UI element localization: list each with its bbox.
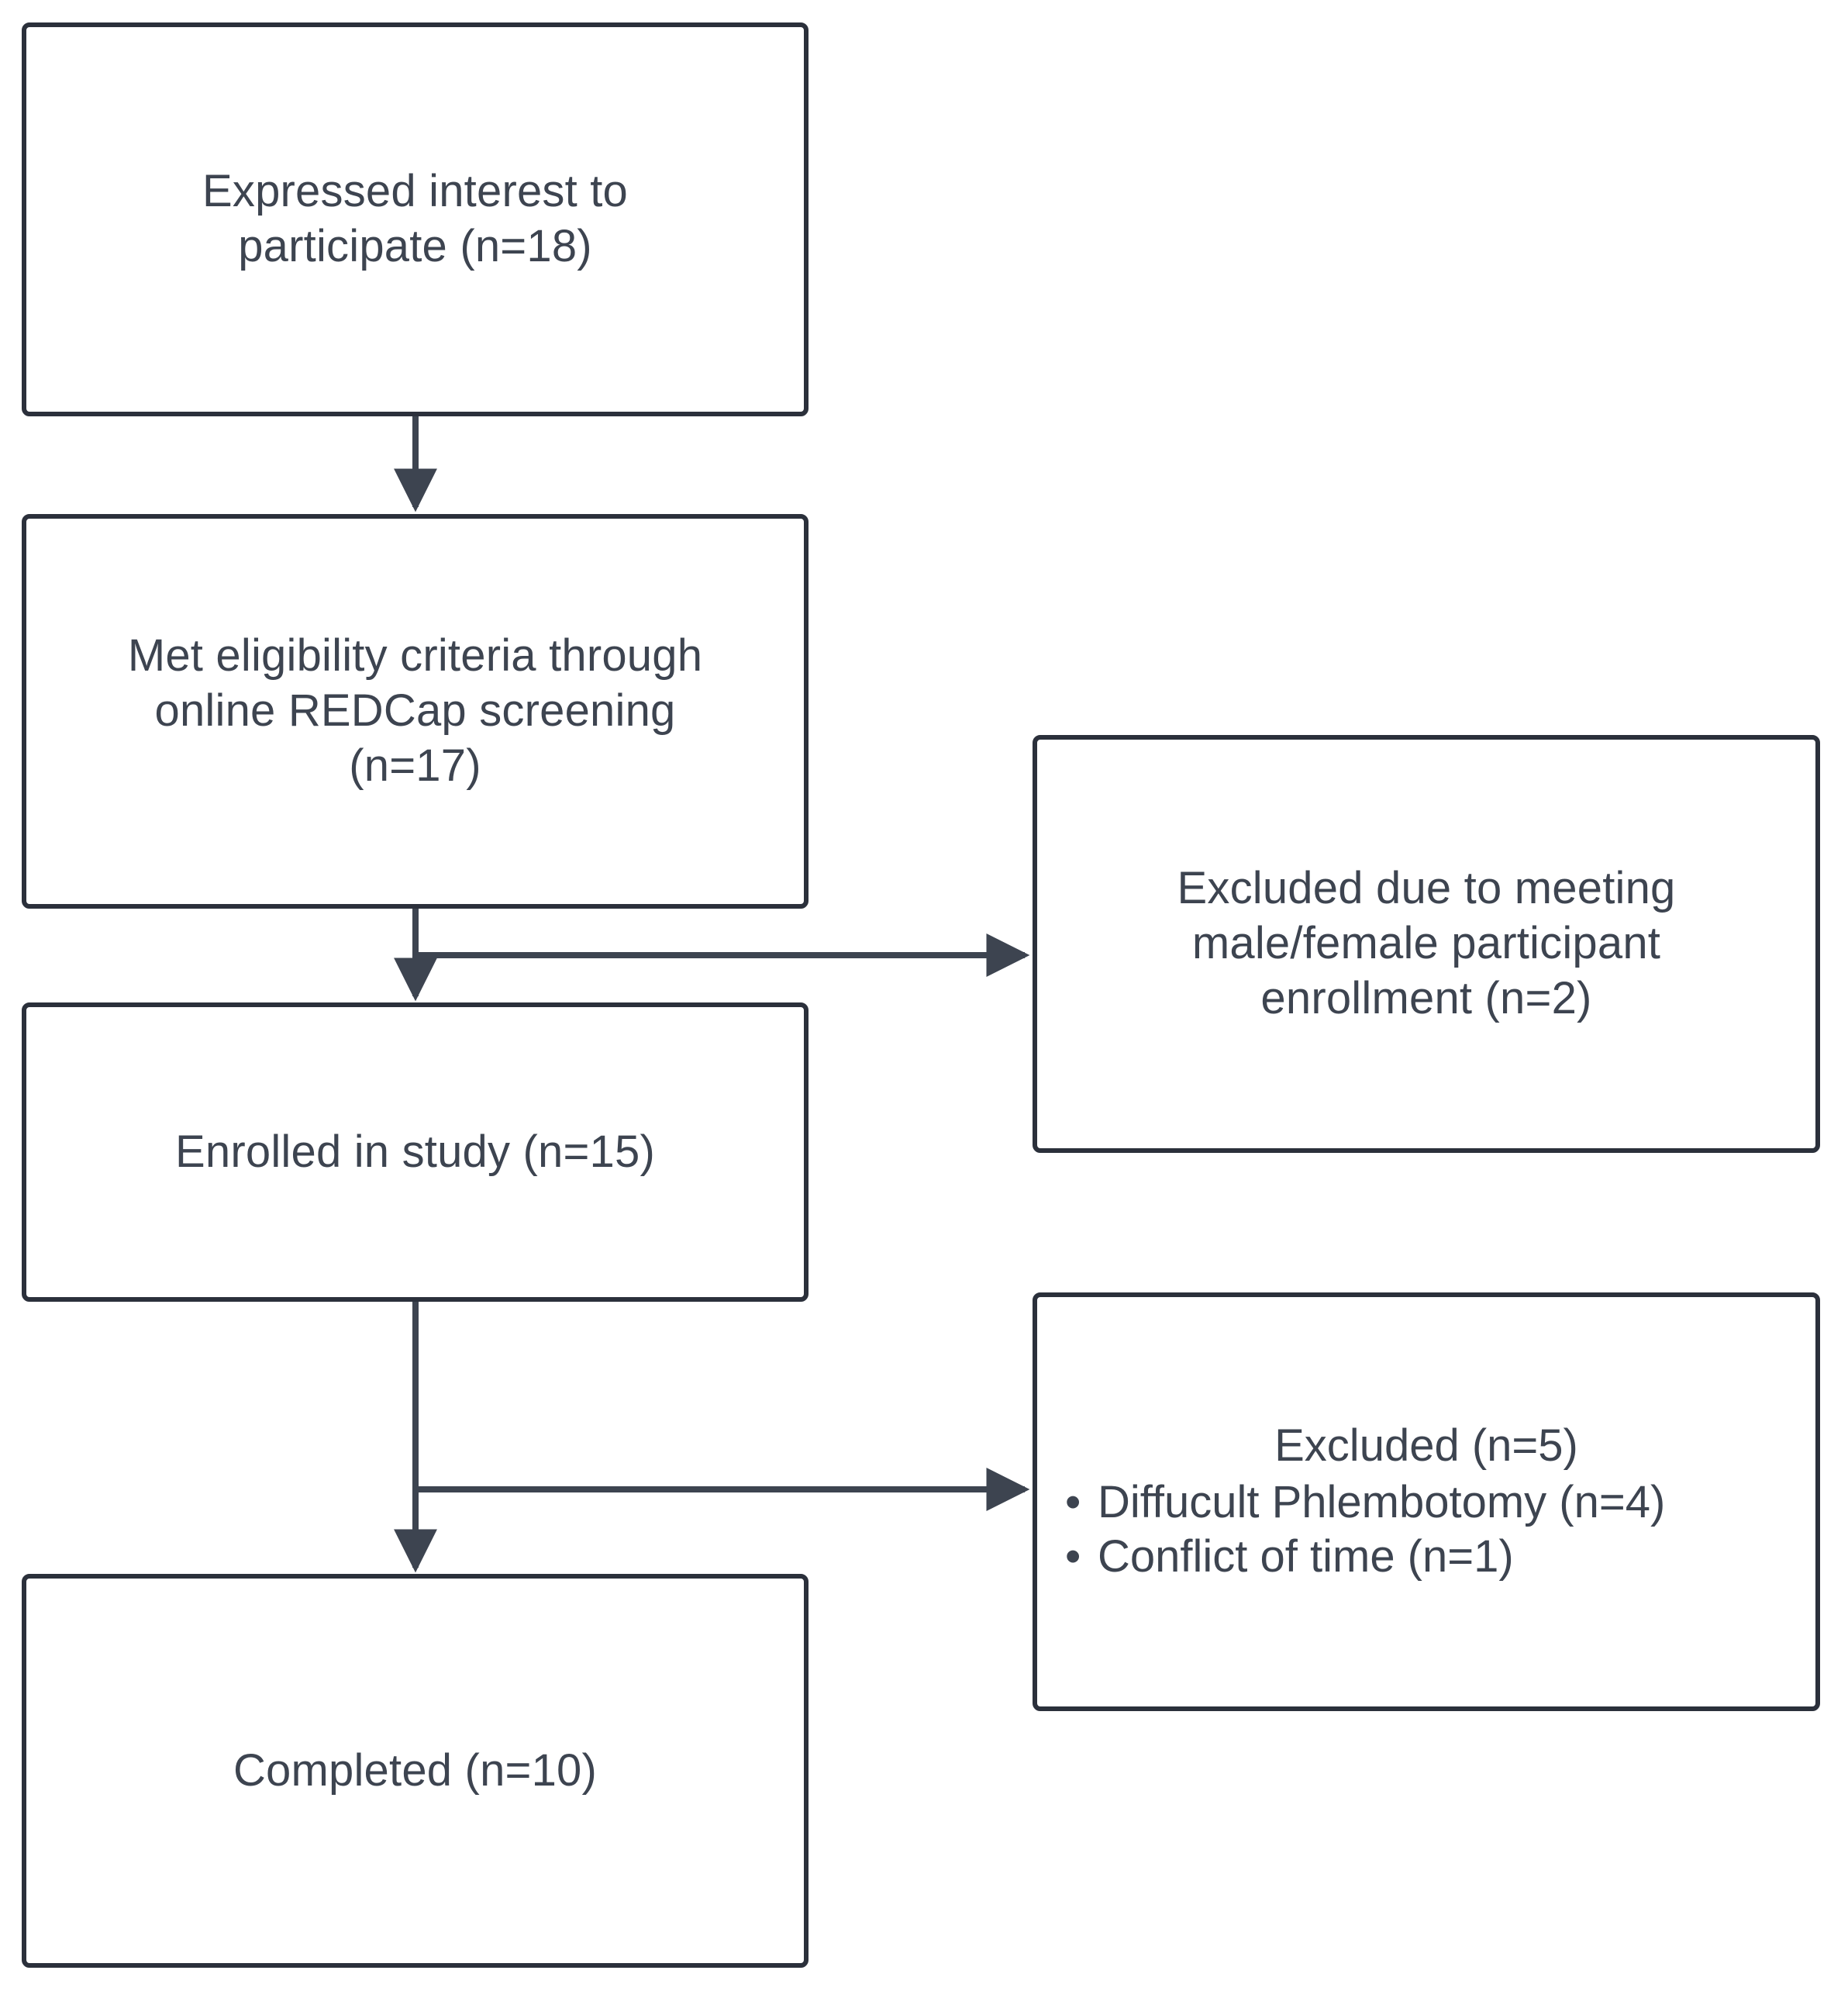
list-item: Conflict of time (n=1) — [1065, 1530, 1801, 1585]
node-expressed-interest[interactable]: Expressed interest to participate (n=18) — [22, 22, 808, 416]
node-excluded-other[interactable]: Excluded (n=5) Diffucult Phlembotomy (n=… — [1033, 1292, 1820, 1711]
node-met-eligibility[interactable]: Met eligibility criteria through online … — [22, 514, 808, 909]
list-item: Diffucult Phlembotomy (n=4) — [1065, 1475, 1801, 1530]
node-enrolled-in-study-label: Enrolled in study (n=15) — [175, 1126, 655, 1177]
node-completed[interactable]: Completed (n=10) — [22, 1574, 808, 1968]
node-met-eligibility-label: Met eligibility criteria through online … — [127, 630, 703, 791]
node-completed-label: Completed (n=10) — [233, 1744, 598, 1796]
excluded-other-heading: Excluded (n=5) — [1274, 1420, 1578, 1471]
node-enrolled-in-study[interactable]: Enrolled in study (n=15) — [22, 1002, 808, 1302]
excluded-other-reason-list: Diffucult Phlembotomy (n=4) Conflict of … — [1051, 1475, 1801, 1586]
excluded-other-content: Excluded (n=5) Diffucult Phlembotomy (n=… — [1051, 1419, 1801, 1585]
node-expressed-interest-label: Expressed interest to participate (n=18) — [202, 166, 629, 271]
node-excluded-enrollment-label: Excluded due to meeting male/female part… — [1177, 863, 1676, 1023]
node-excluded-enrollment[interactable]: Excluded due to meeting male/female part… — [1033, 735, 1820, 1153]
